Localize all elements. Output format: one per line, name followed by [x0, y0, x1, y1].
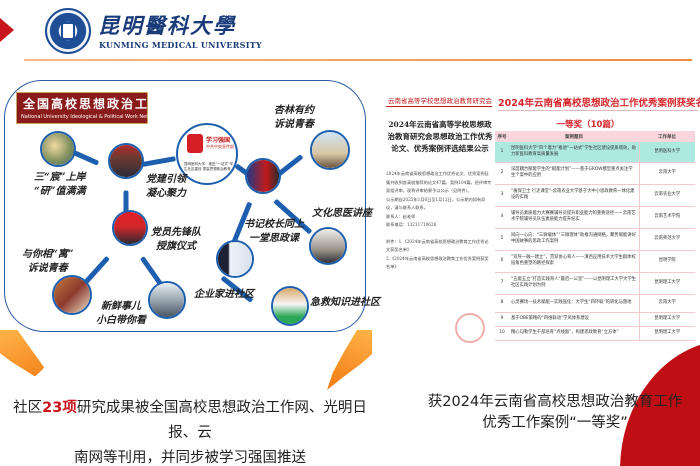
- photo-freshman-node: [148, 281, 186, 319]
- banner-title-en: National University Ideological & Politi…: [21, 114, 149, 120]
- notice-document: 云南省高等学校思想政治教育研究会 2024年云南省高等学校思想政治教育研究会思想…: [384, 88, 494, 338]
- caption-sanxiao: 三“宸”上岸“研”值满满: [34, 172, 86, 197]
- photo-dorm-node: [52, 275, 92, 315]
- university-name-cn: 昆明醫科大學: [98, 13, 236, 38]
- photo-first-aid-node: [271, 286, 309, 326]
- photo-lecture-node: [245, 158, 281, 194]
- flame-decoration-right: [327, 330, 372, 390]
- table-row: 3“植保卫士 行走课堂”-云南农业大学基于大中小思政教育一体化建设的实践云南农业…: [495, 184, 695, 207]
- photo-entrepreneur-node: [216, 240, 254, 278]
- award-title-divider: [498, 110, 698, 111]
- banner-title-cn: 全国高校思想政治工作网: [23, 97, 178, 111]
- notice-title: 2024年云南省高等学校思想政治教育研究会思想政治工作优秀论文、优秀案例评选结果…: [387, 120, 493, 153]
- photo-party-building-node: [108, 143, 144, 179]
- caption-xianfeng: 党员先锋队授旗仪式: [151, 227, 201, 252]
- table-row: 6“双导一融一建立”，贯穿协心育人——滇西应用技术大学生群体校园角色重塑的路径探…: [495, 250, 695, 273]
- column-header-unit: 工作单位: [639, 131, 695, 142]
- left-caption: 社区23项研究成果被全国高校思想政治工作网、光明日报、云 南网等刊用，并同步被学…: [13, 400, 367, 466]
- notice-org-underline: [386, 106, 492, 107]
- caption-shuji: 书记校长同上一堂思政课: [244, 219, 304, 244]
- photo-culture-lecture-node: [309, 227, 347, 265]
- highlight-count: 23项: [42, 400, 77, 416]
- photo-students-node: [40, 131, 76, 167]
- column-header-no: 序号: [495, 131, 509, 142]
- notice-body: 2024年云南省高校思想政治工作优秀论文、优秀案例征集共收到各高校推荐的论文47…: [386, 171, 492, 269]
- xuexi-snippet: 昆明医科大学：推进“一站式”学生社区建设 提高思想政治教育: [184, 162, 234, 171]
- university-name-en: KUNMING MEDICAL UNIVERSITY: [99, 40, 263, 50]
- award-level: 一等奖（10篇）: [556, 120, 620, 130]
- xuexi-title: 学习强国: [206, 137, 231, 144]
- right-caption: 获2024年云南省高校思想政治教育工作 优秀工作案例“一等奖”: [427, 394, 683, 431]
- caption-qiyejia: 企业家进社区: [194, 289, 254, 300]
- caption-xinglin: 杏林有约诉说青春: [274, 105, 314, 130]
- red-arrow-decoration: [0, 18, 14, 42]
- official-seal-icon: [455, 313, 485, 343]
- university-seal-icon: [45, 8, 91, 54]
- flame-decoration-left: [0, 330, 53, 388]
- caption-dangjian: 党建引领凝心聚力: [146, 174, 186, 199]
- caption-wenhua: 文化思医讲座: [312, 208, 372, 219]
- xuexi-qiangguo-card: 学习强国 中共中央宣传部 昆明医科大学：推进“一站式”学生社区建设 提高思想政治…: [176, 123, 238, 185]
- photo-flag-ceremony-node: [112, 210, 148, 246]
- caption-xinxian: 新鲜事儿小白带你看: [96, 301, 146, 326]
- photo-xinglin-node: [310, 130, 350, 170]
- table-row: 7“五能五立”打造实践育人“最后一公里”——以昆明理工大学大学生社区实践计划为例…: [495, 272, 695, 295]
- award-table-header: 序号 案例题目 工作单位: [495, 131, 695, 142]
- header-divider: [24, 59, 692, 61]
- work-net-banner: 全国高校思想政治工作网 National University Ideologi…: [16, 92, 175, 124]
- caption-jijiu: 急救知识进社区: [310, 297, 380, 308]
- notice-org: 云南省高等学校思想政治教育研究会: [388, 97, 492, 105]
- column-header-title: 案例题目: [509, 131, 639, 142]
- caption-wuyou: 与你相“寓”诉说青春: [22, 249, 74, 274]
- award-list-title: 2024年云南省高校思想政治工作优秀案例获奖名单: [498, 98, 700, 109]
- xuexi-subtitle: 中共中央宣传部: [206, 144, 234, 149]
- xuexi-logo-icon: [187, 134, 203, 153]
